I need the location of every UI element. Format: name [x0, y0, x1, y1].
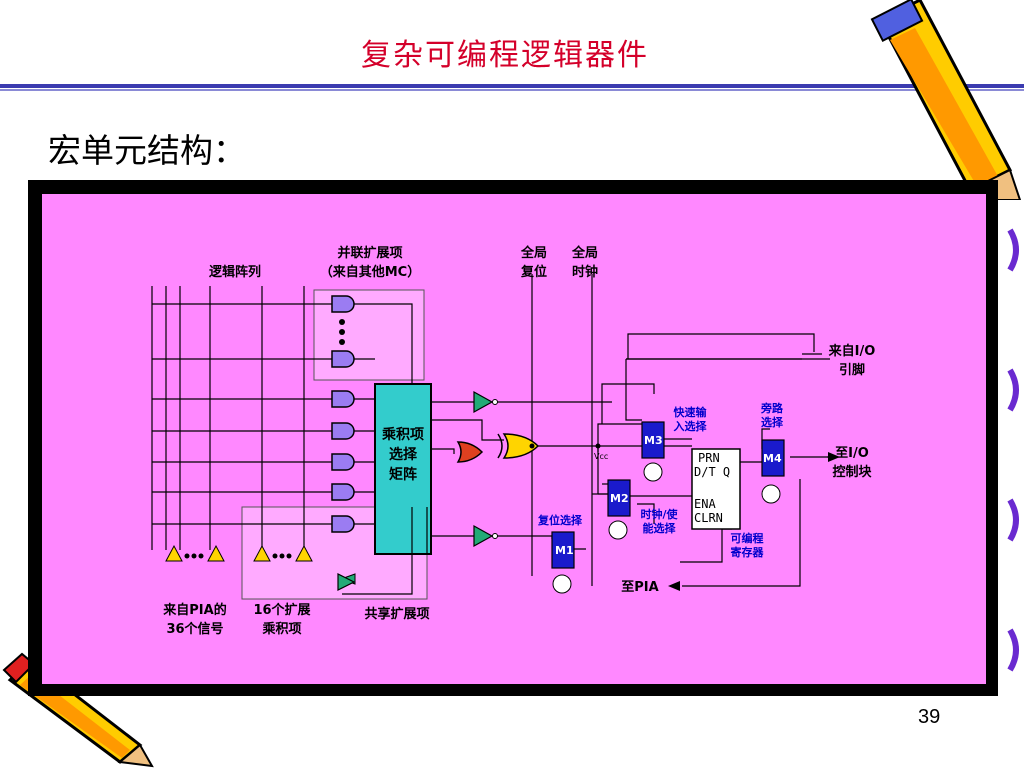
mux-m3-label: M3: [644, 434, 663, 447]
label-expander16-1: 16个扩展: [253, 602, 311, 618]
fuse-symbols: [552, 462, 781, 594]
register-prn: PRN: [698, 451, 720, 465]
label-clock-enable-2: 能选择: [643, 521, 677, 535]
and-gate: [331, 453, 355, 471]
label-parallel-expander-2: （来自其他MC）: [320, 264, 420, 280]
buffer-lower: [473, 524, 494, 548]
mux-m4-label: M4: [763, 452, 782, 465]
matrix-label-3: 矩阵: [389, 466, 417, 483]
label-from-io-2: 引脚: [839, 362, 865, 378]
input-triangles: [165, 544, 313, 562]
or-gate: [456, 441, 484, 463]
label-from-io-1: 来自I/O: [828, 343, 876, 359]
and-gates: [331, 295, 355, 533]
arrow-to-io: [828, 452, 840, 462]
title-rule: [0, 84, 1024, 88]
xor-gate-back: [497, 433, 503, 459]
arrow-to-pia: [668, 581, 680, 591]
ellipsis-dots: [339, 319, 345, 345]
product-term-matrix: [374, 383, 432, 555]
pencil-decoration-top-right: [870, 0, 1022, 200]
label-global-reset-1: 全局: [520, 245, 547, 261]
label-parallel-expander-1: 并联扩展项: [337, 245, 402, 261]
register-ena: ENA: [694, 497, 716, 511]
label-bypass-2: 选择: [761, 415, 784, 429]
label-fast-input-1: 快速输: [673, 405, 708, 419]
and-gate: [331, 390, 355, 408]
vcc-label: Vcc: [594, 452, 608, 461]
macrocell-diagram: 乘积项 选择 矩阵: [151, 245, 876, 637]
label-shared-expander: 共享扩展项: [364, 606, 429, 622]
logic-array-lines: [151, 286, 332, 550]
xor-gate: [502, 433, 540, 459]
label-global-reset-2: 复位: [520, 264, 547, 280]
programmable-register: [691, 448, 741, 530]
mux-m2: [607, 479, 631, 517]
register-clrn: CLRN: [694, 511, 723, 525]
and-gate: [331, 350, 355, 368]
label-reset-select: 复位选择: [537, 513, 583, 527]
label-to-io-1: 至I/O: [835, 446, 869, 461]
and-gate: [331, 515, 355, 533]
and-gate: [331, 422, 355, 440]
matrix-label-1: 乘积项: [381, 426, 424, 443]
slide-title: 复杂可编程逻辑器件: [361, 38, 649, 73]
label-expander16-2: 乘积项: [261, 621, 301, 637]
label-fast-input-2: 入选择: [674, 419, 708, 433]
mux-m1: [551, 531, 575, 569]
mux-m1-label: M1: [555, 544, 574, 557]
buffer-upper: [473, 390, 494, 414]
mux-m2-label: M2: [610, 492, 629, 505]
label-logic-array: 逻辑阵列: [209, 264, 261, 280]
page-number: 39: [918, 706, 941, 728]
label-from-pia-1: 来自PIA的: [162, 602, 226, 618]
label-clock-enable-1: 时钟/使: [640, 507, 678, 521]
label-prog-register-1: 可编程: [731, 531, 764, 545]
slide-subtitle: 宏单元结构：: [48, 131, 246, 170]
and-gate: [331, 483, 355, 501]
label-from-pia-2: 36个信号: [166, 621, 223, 637]
and-gate: [331, 295, 355, 313]
label-to-pia: 至PIA: [621, 580, 658, 595]
matrix-label-2: 选择: [389, 446, 418, 463]
register-dtq: D/T Q: [694, 465, 730, 479]
buffer-shared-expander: [337, 573, 356, 591]
mux-m4: [761, 439, 785, 477]
pencil-decoration-right-edge: [1007, 228, 1019, 672]
label-bypass-1: 旁路: [760, 401, 784, 415]
label-to-io-2: 控制块: [832, 464, 872, 480]
label-global-clock-2: 时钟: [572, 264, 598, 280]
label-prog-register-2: 寄存器: [731, 545, 765, 559]
mux-m3: [641, 421, 665, 459]
title-rule-thin: [0, 89, 1024, 91]
label-global-clock-1: 全局: [571, 245, 598, 261]
